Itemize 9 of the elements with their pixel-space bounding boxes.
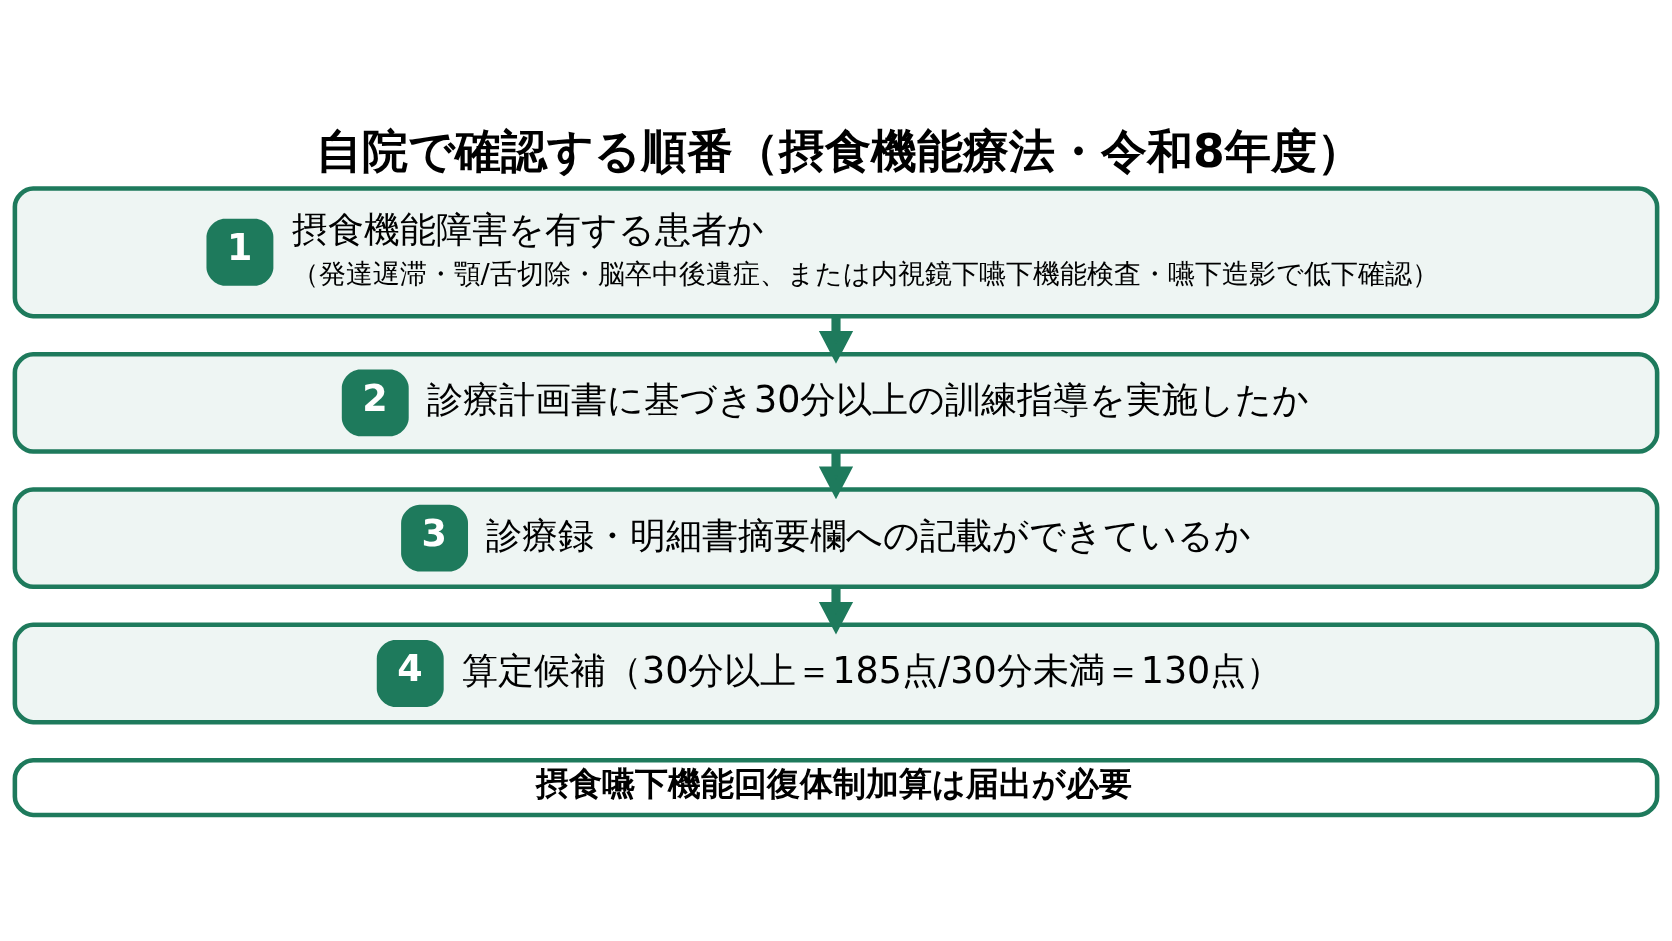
arrow [818, 316, 854, 364]
node-box: 1 摂食機能障害を有する患者か （発達遅滞・顎/舌切除・脳卒中後遺症、または内視鏡下嚥下機能検査・嚥下造影で低下確認） [12, 186, 1660, 319]
diagram-title: 自院で確認する順番（摂食機能療法・令和8年度） [315, 125, 1363, 179]
node-box: 3 診療録・明細書摘要欄への記載ができているか [12, 487, 1660, 590]
node-box: 2 診療計画書に基づき30分以上の訓練指導を実施したか [12, 351, 1660, 454]
node-box: 摂食嚥下機能回復体制加算は届出が必要 [12, 757, 1660, 818]
node-box: 4 算定候補（30分以上＝185点/30分未満＝130点） [12, 622, 1660, 725]
arrow [818, 452, 854, 500]
arrow [818, 587, 854, 635]
